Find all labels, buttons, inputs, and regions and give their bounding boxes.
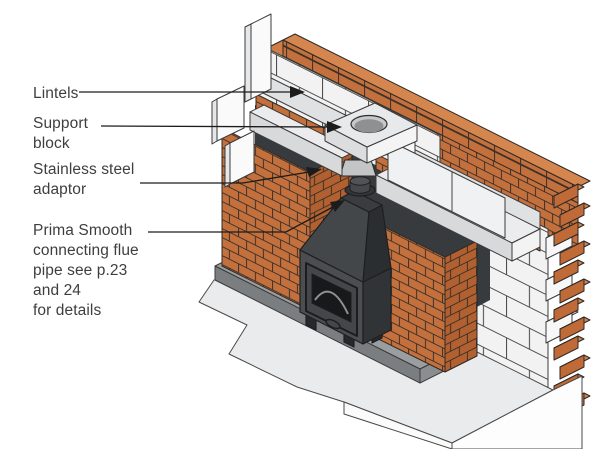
cut-lintel-side xyxy=(211,98,218,145)
flue-hole-inner xyxy=(354,119,384,133)
support-block-leader-line xyxy=(100,125,330,128)
cut-block-ends xyxy=(211,13,272,188)
floor-corner-face xyxy=(451,375,583,449)
right-pillar-side-face xyxy=(444,240,478,373)
label-lintels: Lintels xyxy=(33,85,79,102)
leader-arrows xyxy=(79,86,345,233)
flue-pipe-arrowhead xyxy=(330,200,345,212)
lintels-arrowhead xyxy=(290,86,305,98)
brick-cap-course xyxy=(282,39,579,204)
front-lintel-left-face xyxy=(249,111,343,177)
stove-window xyxy=(311,273,352,323)
adaptor-leader-line xyxy=(140,171,310,184)
support-block xyxy=(324,102,418,164)
label-connecting-flue-pipe: Prima Smooth connecting flue pipe see p.… xyxy=(33,222,139,319)
cut-lintel2-end xyxy=(229,130,255,185)
support-block-arrowhead xyxy=(327,121,342,133)
flue-pipe-leader-line xyxy=(148,206,334,233)
stove-door-handle xyxy=(325,318,341,330)
window-reflection-arc xyxy=(314,290,349,315)
stainless-steel-adaptor xyxy=(339,159,377,177)
cut-lintel2-side xyxy=(224,142,231,188)
adaptor-arrowhead xyxy=(306,167,322,177)
floor-edge-face xyxy=(343,401,453,449)
lintels xyxy=(249,69,541,262)
flue-collar-top xyxy=(349,176,371,186)
front-lintel-end-face xyxy=(511,228,541,262)
cut-block-side xyxy=(244,23,252,103)
cut-block-end xyxy=(250,13,272,100)
block-on-lintel-face xyxy=(387,139,506,239)
label-support-block: Support block xyxy=(33,115,88,152)
cut-lintel-end xyxy=(216,85,245,142)
label-stainless-steel-adaptor: Stainless steel adaptor xyxy=(33,161,135,198)
